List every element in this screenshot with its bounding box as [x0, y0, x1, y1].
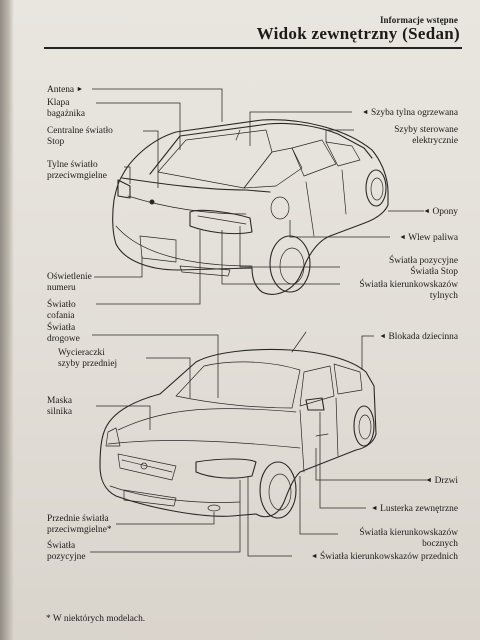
label-front-turn-signals: ◄ Światła kierunkowskazów przednich — [310, 552, 458, 562]
rear-leader-lines — [92, 88, 424, 305]
label-mirrors: ◄ Lusterka zewnętrzne — [370, 504, 458, 514]
label-rear-turn-signals: Światła kierunkowskazów tylnych — [359, 280, 458, 301]
rear-car-illustration — [112, 119, 389, 295]
label-reverse-light: Światło cofania — [47, 300, 76, 321]
label-doors: ◄ Drzwi — [425, 476, 458, 486]
label-heated-rear-window: ◄ Szyba tylna ogrzewana — [361, 108, 458, 118]
label-center-stop-light: Centralne światło Stop — [47, 126, 113, 147]
footnote: * W niektórych modelach. — [46, 614, 146, 624]
page-binding-shadow — [0, 0, 14, 640]
label-position-lights: Światła pozycyjne — [47, 541, 86, 562]
arrow-left-icon: ◄ — [425, 476, 433, 484]
arrow-left-icon: ◄ — [423, 207, 431, 215]
arrow-right-icon: ► — [76, 85, 84, 93]
label-license-plate-light: Oświetlenie numeru — [47, 272, 92, 293]
label-tires: ◄ Opony — [423, 207, 458, 217]
label-fuel-filler: ◄ Wlew paliwa — [399, 233, 458, 243]
label-antenna: Antena ► — [47, 85, 84, 95]
header-rule — [44, 47, 462, 49]
label-side-turn-signals: Światła kierunkowskazów bocznych — [359, 528, 458, 549]
front-car-illustration — [99, 331, 377, 519]
label-rear-fog-light: Tylne światło przeciwmgielne — [47, 160, 107, 181]
arrow-left-icon: ◄ — [310, 552, 318, 560]
label-child-lock: ◄ Blokada dziecinna — [379, 332, 458, 342]
page-title: Widok zewnętrzny (Sedan) — [256, 24, 460, 43]
label-trunk-lid: Klapa bagażnika — [47, 98, 85, 119]
arrow-left-icon: ◄ — [399, 233, 407, 241]
arrow-left-icon: ◄ — [379, 332, 387, 340]
label-wipers: Wycieraczki szyby przedniej — [58, 348, 118, 369]
label-power-windows: Szyby sterowane elektrycznie — [394, 125, 458, 146]
arrow-left-icon: ◄ — [361, 108, 369, 116]
label-position-stop-lights: Światła pozycyjne Światła Stop — [389, 256, 458, 277]
label-daytime-lights: Światła drogowe — [47, 323, 80, 344]
arrow-left-icon: ◄ — [370, 504, 378, 512]
label-hood: Maska silnika — [47, 396, 72, 417]
label-front-fog-lights: Przednie światła przeciwmgielne* — [47, 514, 112, 535]
front-leader-lines — [90, 334, 430, 557]
section-title: Informacje wstępne — [379, 15, 458, 25]
